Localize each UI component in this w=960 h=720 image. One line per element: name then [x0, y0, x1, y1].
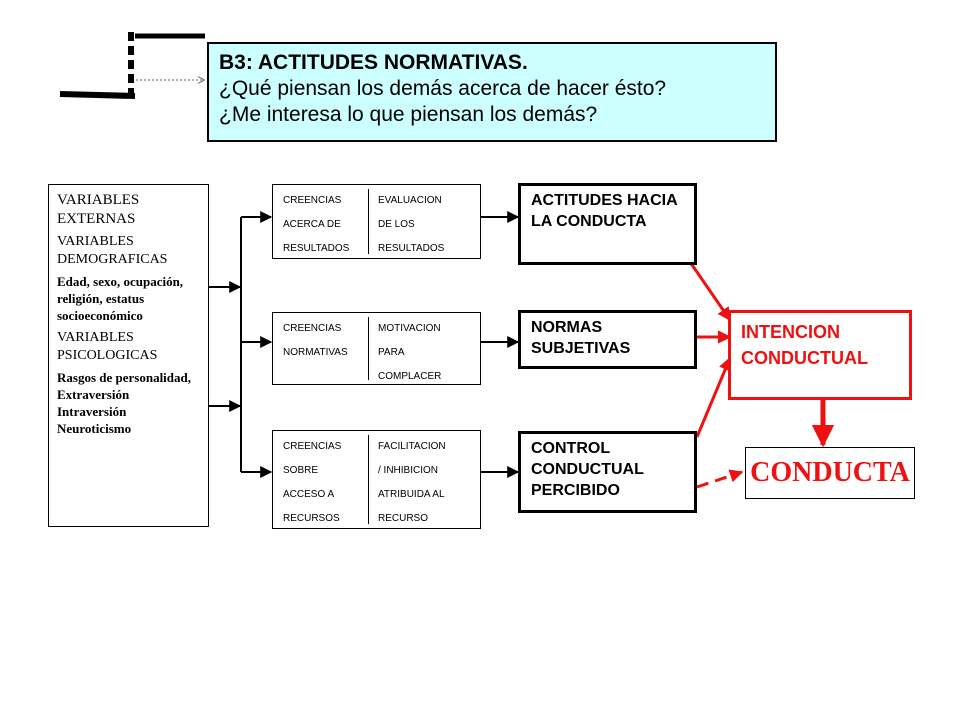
belief-box-resources: CREENCIAS SOBRE ACCESO A RECURSOS FACILI…: [272, 430, 481, 529]
psychological-variables-list: Rasgos de personalidad, Extraversión Int…: [57, 370, 191, 436]
control-to-behavior-dashed-arrow: [696, 469, 744, 489]
title-question-1: ¿Qué piensan los demás acerca de hacer é…: [219, 77, 667, 100]
stair-step-decoration: [59, 32, 205, 99]
external-to-beliefs-connector: [209, 211, 273, 478]
psychological-variables-heading: VARIABLES PSICOLOGICAS: [57, 330, 158, 363]
external-variables-heading: VARIABLES EXTERNAS: [57, 192, 140, 227]
title-box: B3: ACTITUDES NORMATIVAS. ¿Qué piensan l…: [207, 42, 777, 142]
belief-normative-left: CREENCIAS NORMATIVAS: [283, 323, 348, 358]
perceived-behavioral-control-box: CONTROL CONDUCTUAL PERCIBIDO: [518, 431, 697, 513]
behavior-box: CONDUCTA: [745, 447, 915, 499]
belief-box-outcomes: CREENCIAS ACERCA DE RESULTADOS EVALUACIO…: [272, 184, 481, 259]
attitudes-toward-behavior-box: ACTITUDES HACIA LA CONDUCTA: [518, 183, 697, 265]
external-variables-box: VARIABLES EXTERNAS VARIABLES DEMOGRAFICA…: [48, 184, 209, 527]
title-question-2: ¿Me interesa lo que piensan los demás?: [219, 103, 598, 126]
belief-box-normative: CREENCIAS NORMATIVAS MOTIVACION PARA COM…: [272, 312, 481, 385]
subjective-norms-box: NORMAS SUBJETIVAS: [518, 310, 697, 369]
belief-normative-right: MOTIVACION PARA COMPLACER: [378, 323, 442, 382]
belief-outcomes-left: CREENCIAS ACERCA DE RESULTADOS: [283, 195, 350, 254]
belief-outcomes-right: EVALUACION DE LOS RESULTADOS: [378, 195, 445, 254]
demographic-variables-list: Edad, sexo, ocupación, religión, estatus…: [57, 274, 184, 323]
belief-resources-right: FACILITACION / INHIBICION ATRIBUIDA AL R…: [378, 441, 446, 524]
attitudes-to-intention-arrows: [686, 258, 732, 438]
title-heading: B3: ACTITUDES NORMATIVAS.: [219, 51, 528, 74]
behavioral-intention-box: INTENCION CONDUCTUAL: [728, 310, 912, 400]
demographic-variables-heading: VARIABLES DEMOGRAFICAS: [57, 234, 168, 267]
belief-resources-left: CREENCIAS SOBRE ACCESO A RECURSOS: [283, 441, 342, 524]
beliefs-to-attitudes-connectors: [481, 211, 520, 478]
